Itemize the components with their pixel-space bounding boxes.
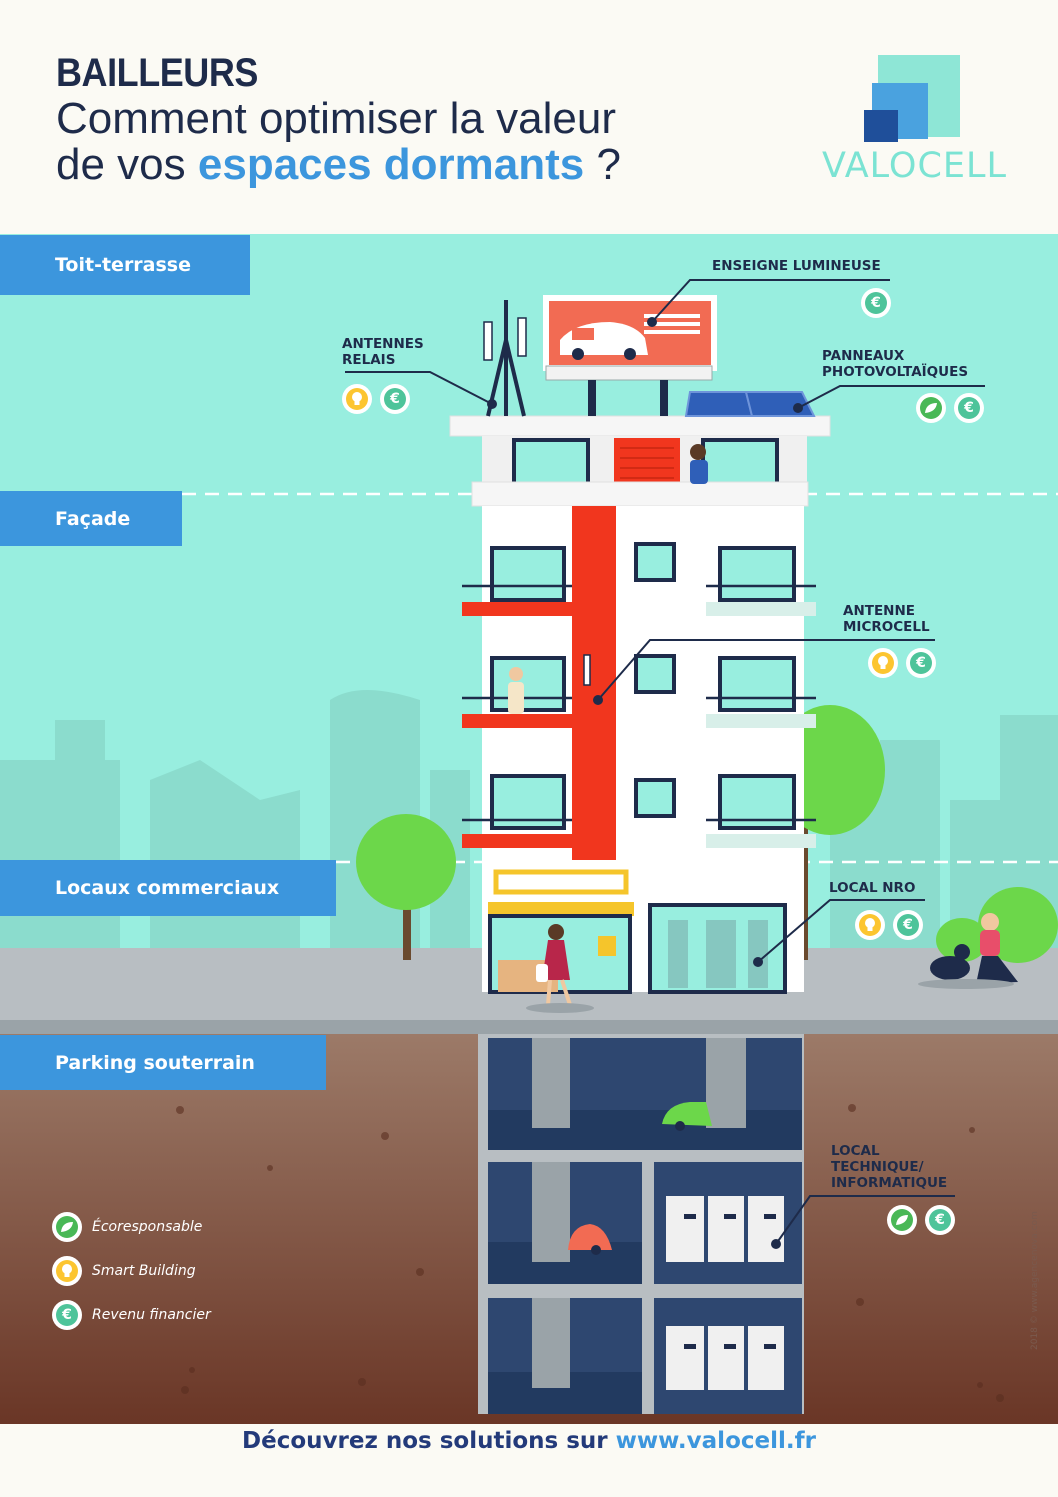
nro-bulb-badge [855,910,885,940]
callout-microcell-line1: ANTENNE [843,603,915,619]
bulb-icon [872,652,894,674]
legend: Écoresponsable Smart Building € Revenu f… [52,1212,211,1330]
legend-item-smart-building: Smart Building [52,1256,211,1286]
footer-prefix: Découvrez nos solutions sur [242,1428,616,1454]
legend-bulb-badge [52,1256,82,1286]
subtitle-highlight: espaces dormants [197,140,585,189]
bulb-icon [346,388,368,410]
microcell-euro-badge: € [906,648,936,678]
nro-euro-badge: € [893,910,923,940]
antennes-bulb-badge [342,384,372,414]
callout-antennes-relais-line1: ANTENNES [342,336,424,352]
legend-item-revenu-financier: € Revenu financier [52,1300,211,1330]
section-toit-terrasse: Toit-terrasse [0,235,250,295]
euro-coin-icon: € [929,1209,951,1231]
callout-antenne-microcell: ANTENNE MICROCELL [843,603,930,635]
subtitle-suffix: ? [584,140,621,189]
subtitle-line-2: de vos espaces dormants ? [56,142,621,188]
callout-local-nro: LOCAL NRO [829,880,916,896]
leaf-icon [891,1209,913,1231]
legend-label: Écoresponsable [92,1219,203,1235]
panneaux-euro-badge: € [954,393,984,423]
callout-panneaux-line2: PHOTOVOLTAÏQUES [822,364,969,380]
legend-item-ecoresponsable: Écoresponsable [52,1212,211,1242]
legend-label: Smart Building [92,1263,196,1279]
valocell-logo-icon [864,55,960,142]
enseigne-euro-badge: € [861,288,891,318]
subtitle-prefix: de vos [56,140,198,189]
callout-technique-line1: LOCAL [831,1143,880,1159]
callout-technique-line3: INFORMATIQUE [831,1175,948,1191]
footer: Découvrez nos solutions sur www.valocell… [0,1428,1058,1454]
euro-coin-icon: € [865,292,887,314]
legend-label: Revenu financier [92,1307,211,1323]
bulb-icon [56,1260,78,1282]
callout-antennes-relais-line2: RELAIS [342,352,396,368]
euro-coin-icon: € [897,914,919,936]
callout-panneaux-line1: PANNEAUX [822,348,905,364]
callout-local-technique: LOCAL TECHNIQUE/ INFORMATIQUE [831,1143,947,1191]
microcell-bulb-badge [868,648,898,678]
building-illustration [0,234,1058,1424]
technique-leaf-badge [887,1205,917,1235]
antennes-euro-badge: € [380,384,410,414]
title-block: BAILLEURS Comment optimiser la valeur de… [56,50,621,188]
callout-microcell-line2: MICROCELL [843,619,930,635]
page-title: BAILLEURS [56,51,258,95]
technique-euro-badge: € [925,1205,955,1235]
leaf-icon [920,397,942,419]
logo-text: VALOCELL [822,146,1007,186]
callout-antennes-relais: ANTENNES RELAIS [342,336,424,368]
footer-url-link[interactable]: www.valocell.fr [615,1428,816,1454]
euro-coin-icon: € [384,388,406,410]
section-facade: Façade [0,491,182,546]
euro-coin-icon: € [958,397,980,419]
callout-technique-line2: TECHNIQUE/ [831,1159,924,1175]
euro-coin-icon: € [56,1304,78,1326]
subtitle-line-1: Comment optimiser la valeur [56,94,616,143]
legend-leaf-badge [52,1212,82,1242]
section-parking-souterrain: Parking souterrain [0,1035,326,1090]
bulb-icon [859,914,881,936]
credit-text: 2018 © www.agencenova.com [1030,1211,1040,1350]
callout-enseigne-lumineuse: ENSEIGNE LUMINEUSE [712,258,881,274]
leaf-icon [56,1216,78,1238]
callout-panneaux-photovoltaiques: PANNEAUX PHOTOVOLTAÏQUES [822,348,968,380]
panneaux-leaf-badge [916,393,946,423]
legend-euro-badge: € [52,1300,82,1330]
euro-coin-icon: € [910,652,932,674]
section-locaux-commerciaux: Locaux commerciaux [0,860,336,916]
